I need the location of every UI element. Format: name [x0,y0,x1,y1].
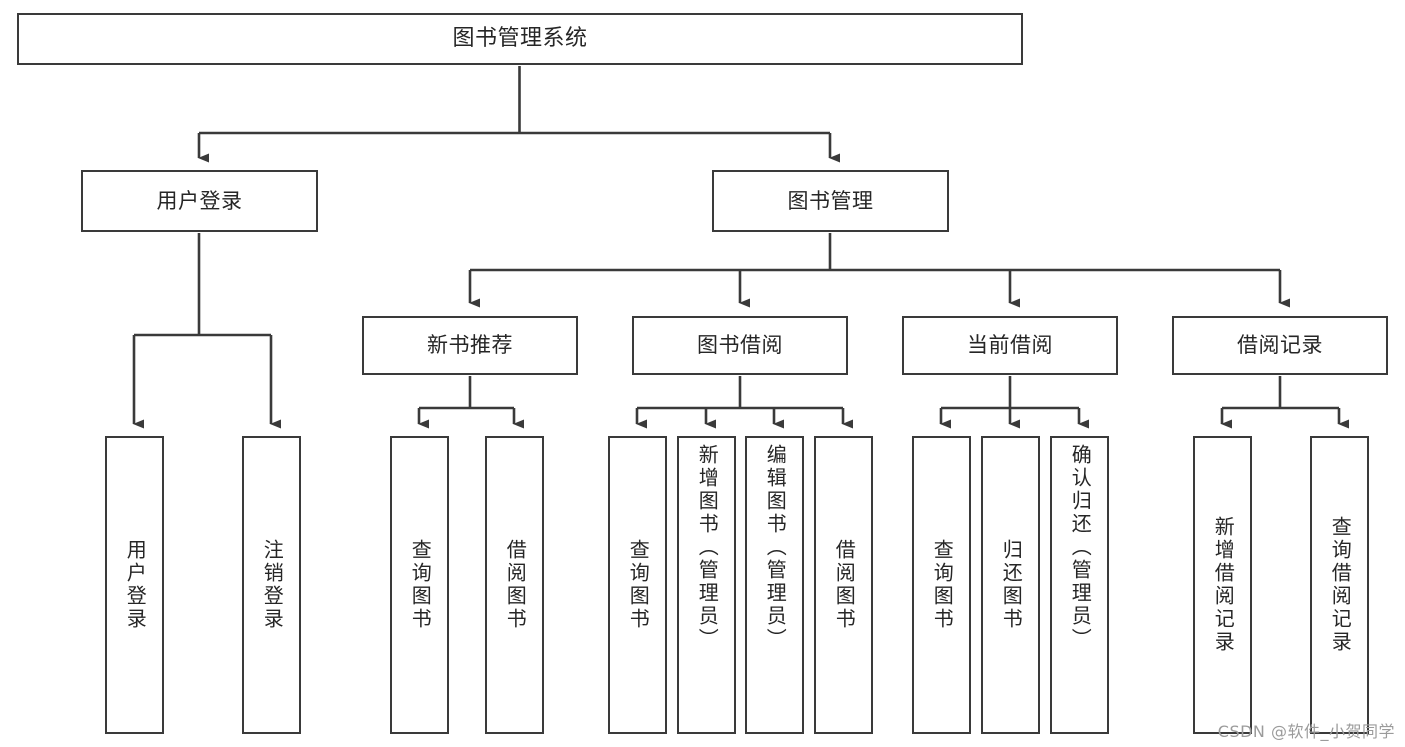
leaf-edit-book-admin[interactable]: 编辑图书（管理员） [745,436,804,734]
node-label: 图书管理系统 [452,26,588,52]
leaf-add-book-admin[interactable]: 新增图书（管理员） [677,436,736,734]
leaf-return-book[interactable]: 归还图书 [981,436,1040,734]
leaf-add-borrow-record[interactable]: 新增借阅记录 [1193,436,1252,734]
node-label: 确认归还（管理员） [1068,444,1093,651]
node-book-borrowing[interactable]: 图书借阅 [632,316,848,375]
leaf-user-logout[interactable]: 注销登录 [242,436,301,734]
node-label: 借阅图书 [503,539,528,631]
node-label: 查询图书 [408,539,433,631]
node-label: 查询借阅记录 [1328,516,1353,654]
node-label: 新增图书（管理员） [695,444,720,651]
node-current-borrowing[interactable]: 当前借阅 [902,316,1118,375]
node-new-book-recommendation[interactable]: 新书推荐 [362,316,578,375]
node-root-book-management-system[interactable]: 图书管理系统 [17,13,1023,65]
node-label: 查询图书 [930,539,955,631]
node-label: 当前借阅 [967,333,1053,358]
node-book-management[interactable]: 图书管理 [712,170,949,232]
node-label: 借阅图书 [832,539,857,631]
node-user-login[interactable]: 用户登录 [81,170,318,232]
leaf-user-login[interactable]: 用户登录 [105,436,164,734]
node-label: 编辑图书（管理员） [763,444,788,651]
csdn-watermark: CSDN @软件_小贺同学 [1217,722,1395,741]
leaf-query-book-borrowing[interactable]: 查询图书 [608,436,667,734]
leaf-confirm-return-admin[interactable]: 确认归还（管理员） [1050,436,1109,734]
leaf-borrow-book-recommendation[interactable]: 借阅图书 [485,436,544,734]
node-label: 用户登录 [156,188,243,213]
node-label: 用户登录 [123,539,148,631]
node-borrowing-record[interactable]: 借阅记录 [1172,316,1388,375]
node-label: 注销登录 [260,539,285,631]
node-label: 借阅记录 [1237,333,1323,358]
node-label: 查询图书 [626,539,651,631]
node-label: 归还图书 [999,539,1024,631]
leaf-query-book-recommendation[interactable]: 查询图书 [390,436,449,734]
leaf-borrow-book-borrowing[interactable]: 借阅图书 [814,436,873,734]
node-label: 图书管理 [787,188,874,213]
node-label: 图书借阅 [697,333,783,358]
node-label: 新书推荐 [427,333,513,358]
leaf-query-borrow-record[interactable]: 查询借阅记录 [1310,436,1369,734]
leaf-query-book-current[interactable]: 查询图书 [912,436,971,734]
node-label: 新增借阅记录 [1211,516,1236,654]
